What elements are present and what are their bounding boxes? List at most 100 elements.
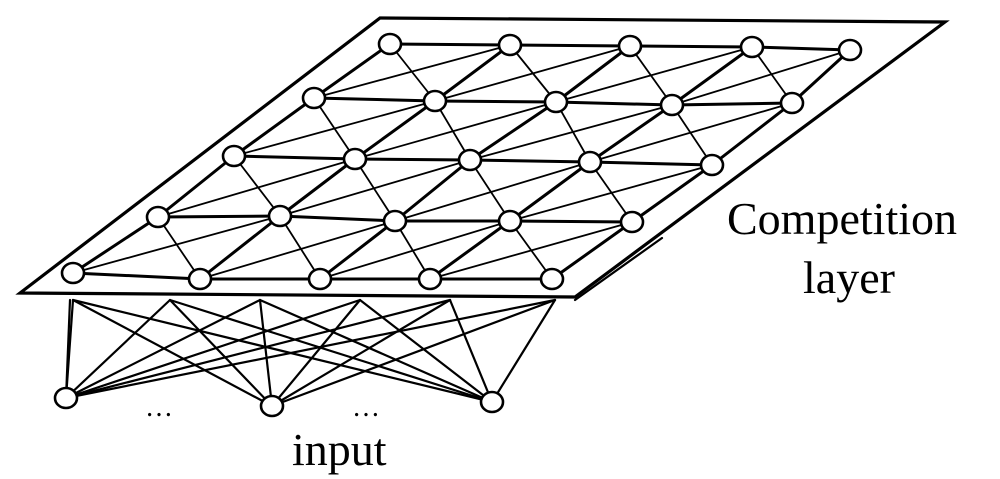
lattice-column-link xyxy=(156,154,236,219)
lattice-column-link xyxy=(312,42,392,100)
lattice-diagonal-link xyxy=(354,101,557,160)
competition-neuron xyxy=(543,90,569,114)
lattice-row-link xyxy=(554,100,674,107)
input-connection xyxy=(168,298,274,408)
input-connection xyxy=(270,298,557,408)
competition-neuron xyxy=(382,209,408,233)
lattice-row-link xyxy=(388,42,512,47)
lattice-diagonal-link xyxy=(394,161,591,222)
lattice-column-link xyxy=(710,101,794,167)
lattice-row-link xyxy=(433,99,558,104)
lattice-column-link xyxy=(790,48,852,105)
lattice-row-link xyxy=(588,160,714,167)
lattice-column-link xyxy=(428,219,512,281)
competition-neuron xyxy=(497,33,523,57)
lattice-row-link xyxy=(232,154,357,161)
lattice-row-link xyxy=(508,43,632,48)
plane-edge-shadow xyxy=(573,236,664,302)
lattice-row-link xyxy=(353,157,472,162)
lattice-column-link xyxy=(393,158,472,223)
lattice-row-link xyxy=(156,214,282,219)
input-connection xyxy=(258,298,494,404)
lattice-column-link xyxy=(554,44,632,104)
input-connection xyxy=(258,298,274,408)
input-connection xyxy=(358,298,494,404)
input-connection xyxy=(64,298,452,400)
lattice-diagonal-link xyxy=(157,158,356,218)
lattice-column-link xyxy=(433,43,512,103)
lattice-row-link xyxy=(628,44,754,49)
lattice-diagonal-link xyxy=(199,220,396,280)
input-layer-label: input xyxy=(292,424,387,475)
lattice-column-link xyxy=(198,214,282,281)
lattice-column-link xyxy=(232,96,316,158)
lattice-row-link xyxy=(468,158,592,164)
competition-neuron xyxy=(60,261,86,285)
competition-neurons xyxy=(60,32,863,291)
input-connection xyxy=(71,298,494,404)
input-connection xyxy=(168,298,494,404)
competition-neuron xyxy=(619,210,645,234)
competition-neuron xyxy=(267,204,293,228)
competition-neuron xyxy=(577,150,603,174)
competition-neuron xyxy=(779,91,805,115)
input-neuron xyxy=(259,394,285,418)
lattice-diagonal-link xyxy=(469,104,673,161)
competition-neuron xyxy=(457,148,483,172)
competition-neuron xyxy=(837,38,863,62)
lattice-row-link xyxy=(508,219,634,224)
lattice-column-link xyxy=(318,219,397,281)
lattice-cross-link xyxy=(671,104,713,166)
lattice-column-link xyxy=(508,160,592,223)
competition-neuron xyxy=(417,267,443,291)
competition-neuron xyxy=(342,147,368,171)
competition-neuron xyxy=(377,32,403,56)
lattice-column-link xyxy=(468,100,558,162)
competition-neuron xyxy=(659,93,685,117)
input-connections xyxy=(64,298,557,408)
competition-neuron xyxy=(145,205,171,229)
competition-neuron xyxy=(699,153,725,177)
lattice-row-link xyxy=(71,271,202,281)
lattice-diagonal-link xyxy=(319,220,511,280)
competition-layer-label-line2: layer xyxy=(803,252,895,303)
lattice-cross-link xyxy=(157,216,201,280)
input-neurons xyxy=(53,386,505,418)
lattice-cross-link xyxy=(313,97,356,160)
input-connection xyxy=(71,298,274,408)
competition-neuron xyxy=(617,34,643,58)
lattice-column-link xyxy=(588,103,674,164)
competition-neuron xyxy=(221,144,247,168)
input-neuron xyxy=(479,390,505,414)
lattice-cross-link xyxy=(509,220,553,280)
input-ellipsis-right: … xyxy=(352,392,386,423)
lattice-column-link xyxy=(550,220,634,281)
input-ellipsis-left: … xyxy=(145,392,179,423)
competition-neuron xyxy=(187,267,213,291)
input-connection xyxy=(490,298,557,404)
input-connection xyxy=(270,298,362,408)
lattice-cross-link xyxy=(389,43,436,102)
lattice-row-link xyxy=(750,45,852,52)
lattice-cross-link xyxy=(469,159,511,222)
lattice-column-link xyxy=(353,99,437,161)
lattice-row-link xyxy=(670,101,794,107)
competition-neuron xyxy=(497,209,523,233)
lattice-column-link xyxy=(278,157,357,218)
lattice-column-link xyxy=(71,215,160,275)
input-connection xyxy=(64,298,362,400)
input-connection xyxy=(64,298,557,400)
lattice-cross-link xyxy=(279,215,321,280)
lattice-grid-links xyxy=(71,42,852,281)
competition-layer-label: Competition xyxy=(727,193,957,244)
lattice-column-link xyxy=(670,45,754,107)
competition-neuron xyxy=(539,267,565,291)
lattice-cross-link xyxy=(629,45,673,106)
competition-neuron xyxy=(422,89,448,113)
lattice-row-link xyxy=(278,214,397,223)
lattice-diagonal-link xyxy=(279,159,471,217)
lattice-row-link xyxy=(312,96,437,103)
lattice-cross-link xyxy=(354,158,396,222)
lattice-diagonal-link xyxy=(671,49,851,106)
